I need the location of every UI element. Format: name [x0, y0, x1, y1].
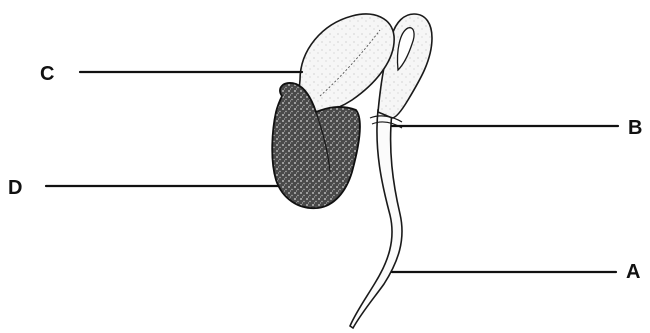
- label-b: B: [628, 117, 642, 139]
- label-a: A: [626, 261, 640, 283]
- label-c: C: [40, 63, 54, 85]
- label-d: D: [8, 177, 22, 199]
